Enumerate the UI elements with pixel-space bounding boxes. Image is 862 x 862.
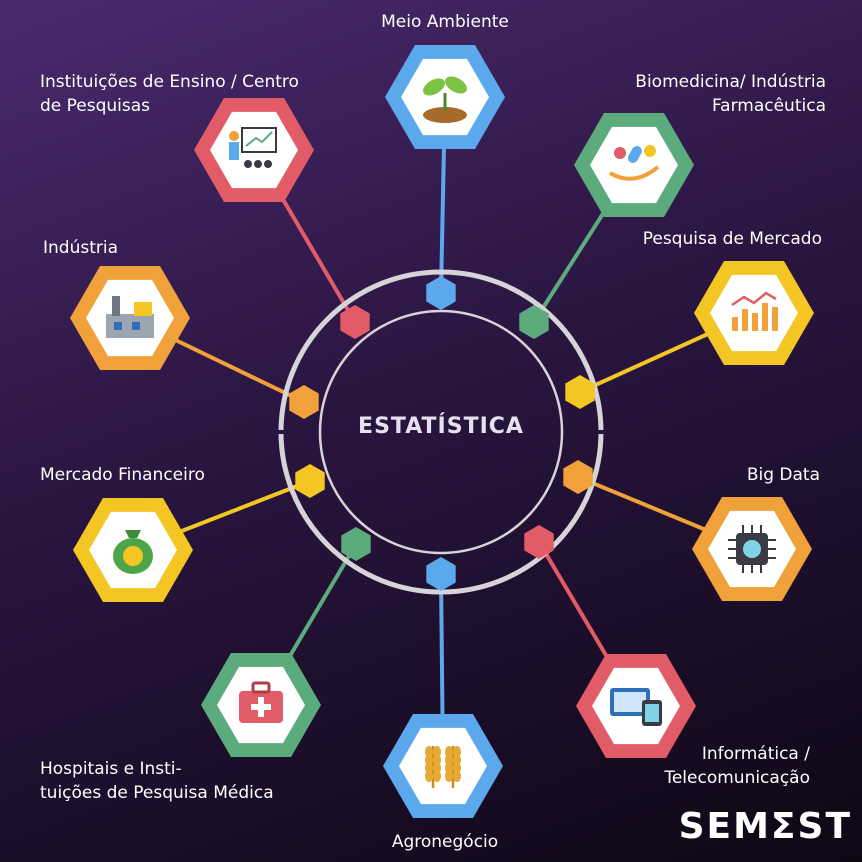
mercado-financeiro-label-line: Mercado Financeiro [40,465,205,485]
pesquisa-mercado-label-line: Pesquisa de Mercado [642,229,822,249]
informatica-ring-node [524,525,554,559]
pesquisa-mercado-tile [694,261,814,365]
pesquisa-mercado-ring-node [565,375,595,409]
pesquisa-mercado-label: Pesquisa de Mercado [643,227,822,251]
big-data-label-line: Big Data [746,465,820,485]
big-data-ring-node [563,460,593,494]
informatica-label: Informática / Telecomunicação [664,742,810,790]
meio-ambiente-ring-node [426,276,456,310]
informatica-label-line: Informática / [701,744,810,764]
instituicoes-ensino-tile [194,98,314,202]
money-bag-icon [113,530,153,574]
first-aid-kit-icon [239,681,283,723]
meio-ambiente-label: Meio Ambiente [295,10,595,34]
mercado-financeiro-tile [73,498,193,602]
inner-ring [318,309,564,555]
hospitais-ring-node [341,527,371,561]
hospitais-label-line: Hospitais e Insti- [40,759,182,779]
plant-icon [423,76,467,123]
center-title: ESTATÍSTICA [358,414,524,439]
industria-label: Indústria [43,236,118,260]
industria-label-line: Indústria [43,238,119,258]
semest-logo: SEMΣST [678,806,852,847]
hospitais-label: Hospitais e Insti-tuições de Pesquisa Mé… [40,757,274,805]
instituicoes-ensino-ring-node [340,305,370,339]
agronegocio-label: Agronegócio [295,830,595,854]
biomedicina-ring-node [519,305,549,339]
instituicoes-ensino-label: Instituições de Ensino / Centro de Pesqui… [40,70,299,118]
biomedicina-tile [574,113,694,217]
mercado-financeiro-ring-node [295,464,325,498]
agronegocio-tile [383,714,503,818]
meio-ambiente-label-line: Meio Ambiente [381,12,509,32]
industria-ring-node [289,385,319,419]
biomedicina-label-line: Biomedicina/ Indústria [635,72,826,92]
medicine-hand-icon [608,145,660,181]
hospitais-tile [201,653,321,757]
factory-icon [106,296,154,338]
instituicoes-ensino-label-line: Instituições de Ensino / Centro [40,72,299,92]
hospitais-label-line: tuições de Pesquisa Médica [40,783,274,803]
wheat-icon [425,746,461,788]
biomedicina-hexagon-inner [590,126,678,204]
presentation-icon [229,127,277,168]
agronegocio-hexagon-inner [399,727,487,805]
informatica-tile [576,654,696,758]
big-data-tile [692,497,812,601]
chip-icon [728,525,776,573]
meio-ambiente-tile [385,45,505,149]
biomedicina-label-line: Farmacêutica [711,96,826,116]
agronegocio-ring-node [426,557,456,591]
devices-icon [610,688,662,726]
industria-tile [70,266,190,370]
instituicoes-ensino-label-line: de Pesquisas [40,96,151,116]
mercado-financeiro-label: Mercado Financeiro [40,463,205,487]
bar-chart-icon [731,291,778,331]
informatica-label-line: Telecomunicação [664,768,810,788]
agronegocio-label-line: Agronegócio [391,832,499,852]
big-data-label: Big Data [747,463,820,487]
